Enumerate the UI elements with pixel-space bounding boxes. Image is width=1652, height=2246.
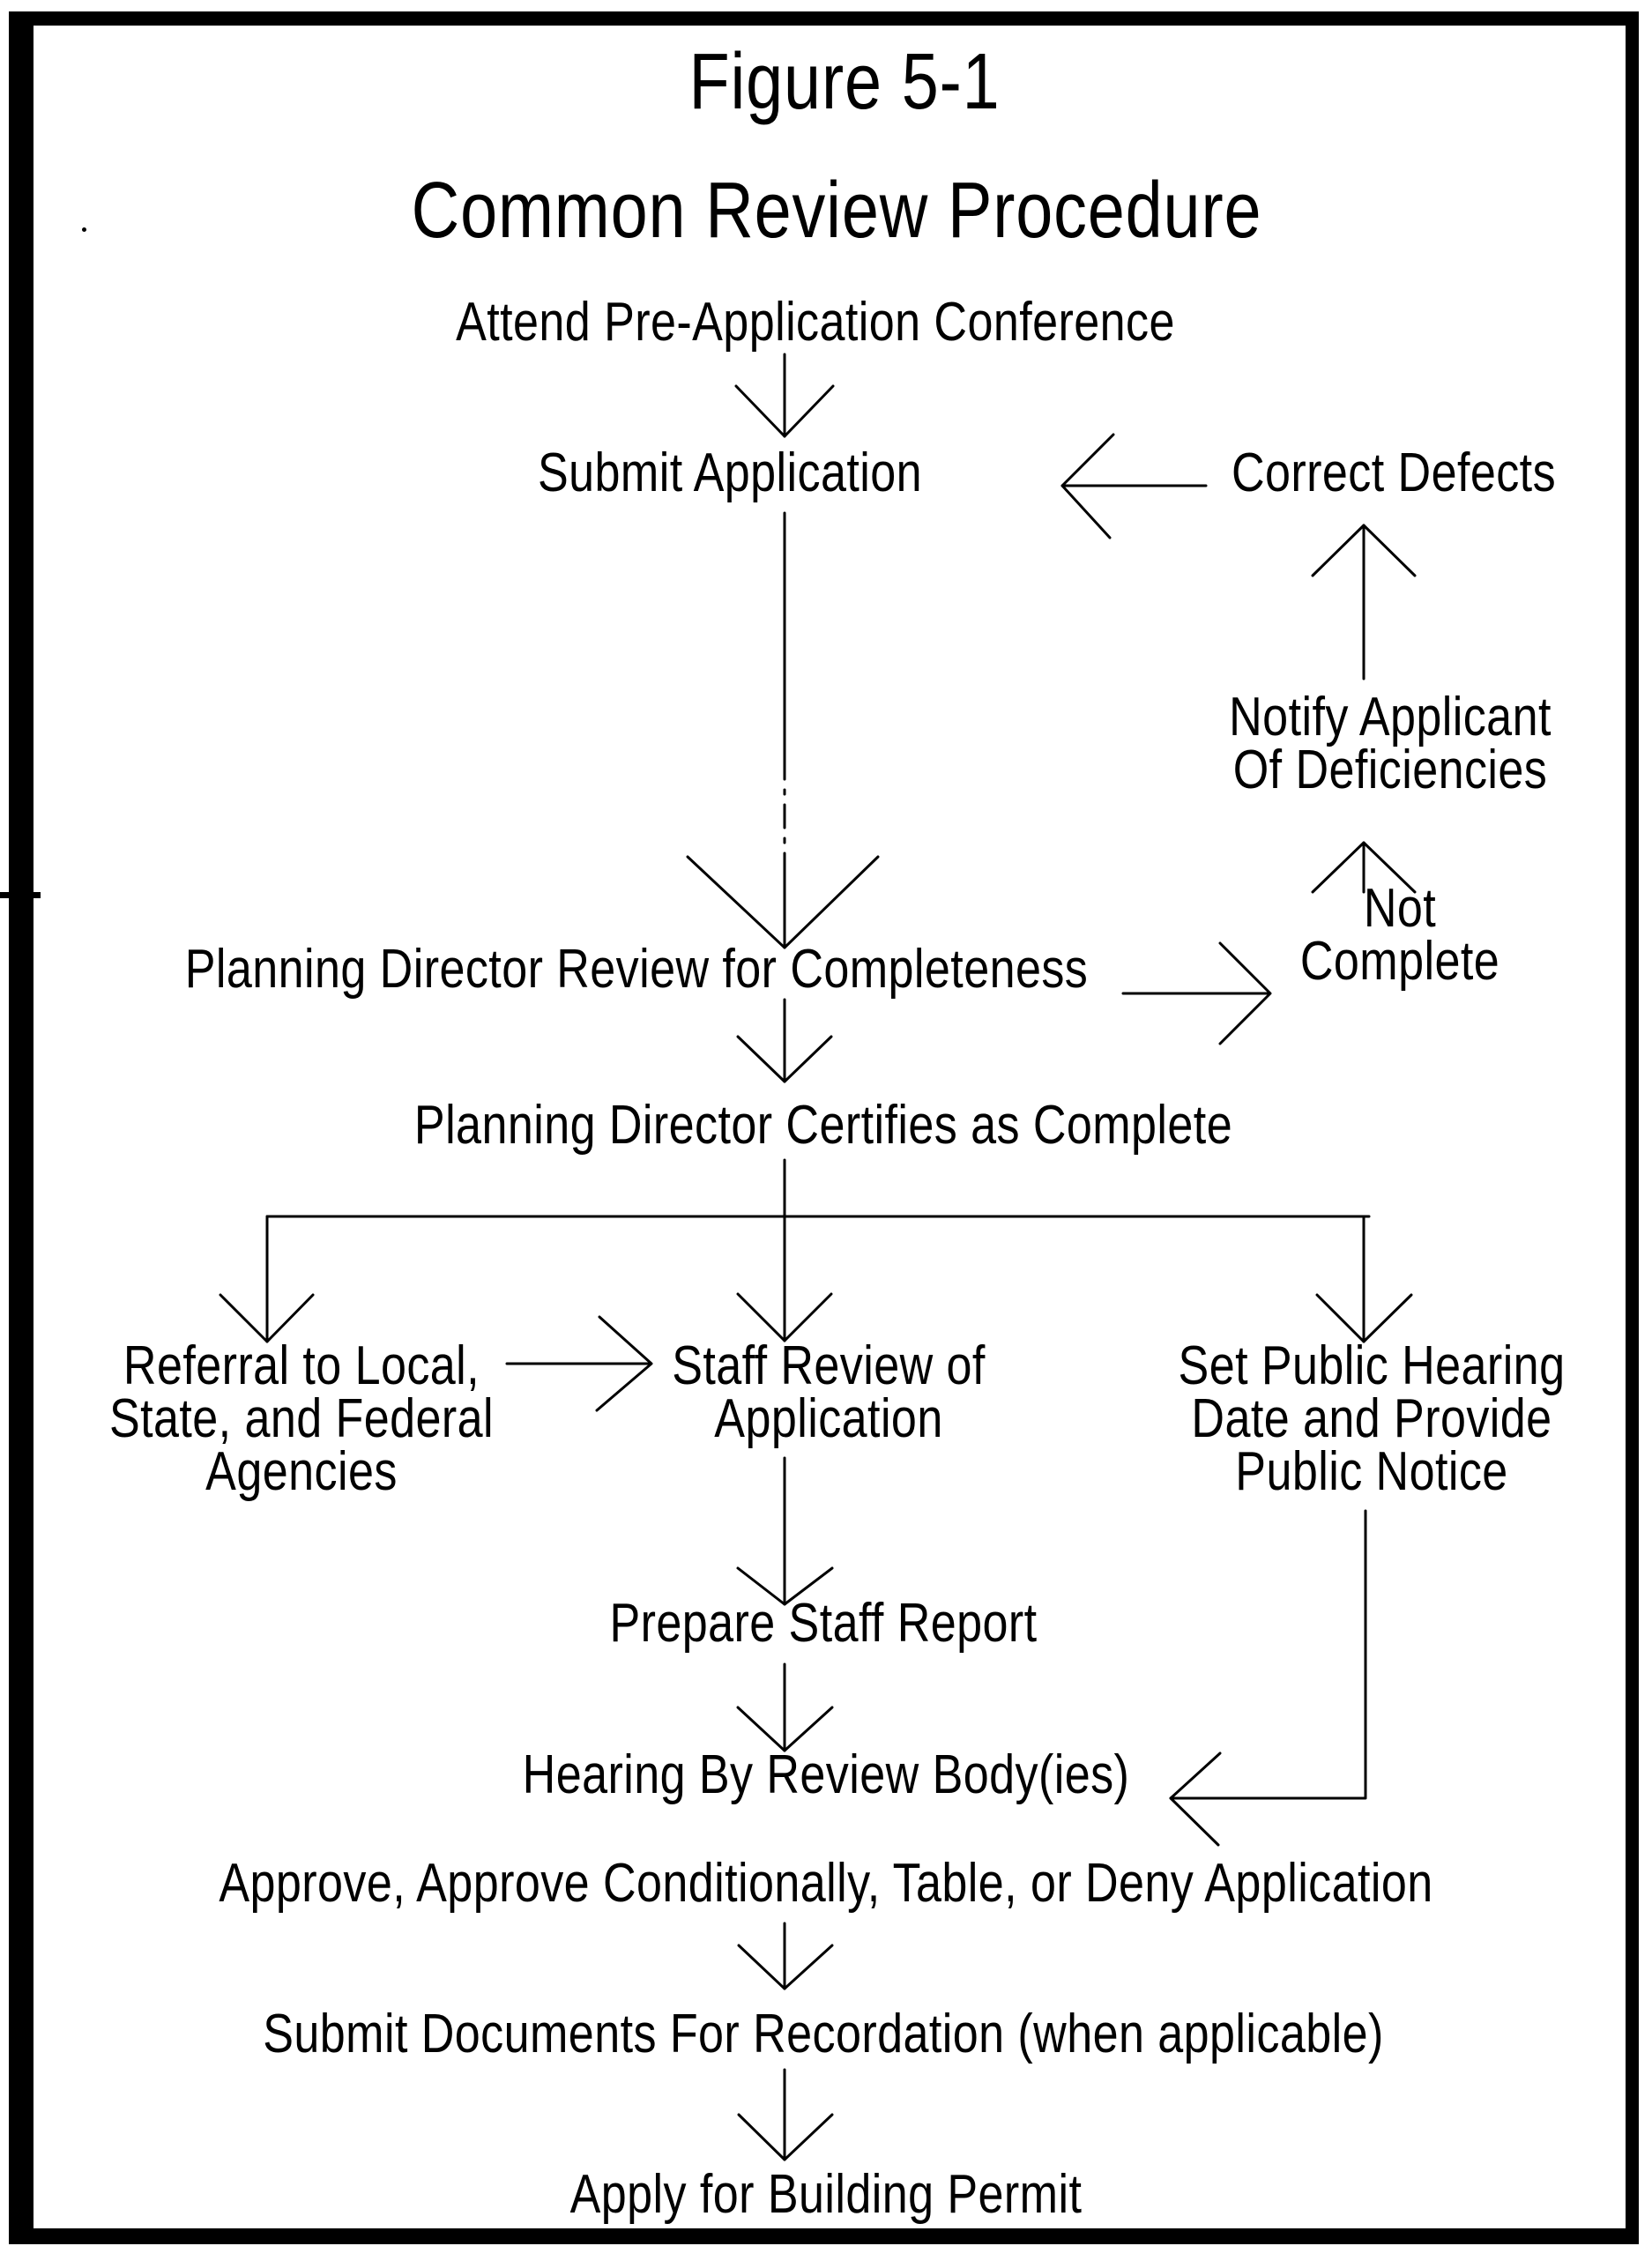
flow-node-recordation: Submit Documents For Recordation (when a…: [263, 2004, 1384, 2064]
flow-node-staff-label-line: Application: [714, 1388, 943, 1449]
edge-referral-to-staff-arrowhead: [595, 1315, 653, 1412]
scan-artifact-speck: [82, 227, 86, 232]
flow-node-report: Prepare Staff Report: [609, 1593, 1038, 1654]
flow-node-notify-label-line: Of Deficiencies: [1232, 740, 1548, 800]
flow-node-attend: Attend Pre-Application Conference: [456, 292, 1175, 353]
flow-node-referral-label-line: Agencies: [205, 1441, 398, 1502]
flow-node-referral-label-line: Referral to Local,: [123, 1335, 480, 1396]
flow-node-certifies-label-line: Planning Director Certifies as Complete: [413, 1095, 1233, 1156]
flow-node-recordation-label-line: Submit Documents For Recordation (when a…: [263, 2004, 1384, 2064]
diagram-title: Common Review Procedure: [411, 167, 1262, 255]
flow-node-notify-label-line: Notify Applicant: [1229, 687, 1552, 747]
flow-node-hearing-label-line: Hearing By Review Body(ies): [522, 1744, 1130, 1805]
edge-notify-to-correct-arrowhead: [1311, 524, 1417, 577]
flow-node-setup-label-line: Public Notice: [1235, 1441, 1508, 1502]
scan-artifact-tick: [0, 892, 41, 898]
flow-node-report-label-line: Prepare Staff Report: [609, 1593, 1038, 1654]
edge-setup-to-hearing-line: [1169, 1509, 1367, 1800]
edge-review-to-notcomplete-arrowhead: [1218, 941, 1272, 1045]
flow-node-permit: Apply for Building Permit: [569, 2164, 1083, 2225]
flow-node-notcomplete-label-line: Complete: [1299, 931, 1500, 992]
flow-node-correct-label-line: Correct Defects: [1231, 443, 1557, 503]
edge-branch-to-staff-arrowhead: [736, 1292, 833, 1342]
edge-correct-to-submit-arrowhead: [1060, 433, 1115, 539]
page-border-frame: [9, 11, 1639, 2244]
flow-node-approve-label-line: Approve, Approve Conditionally, Table, o…: [219, 1853, 1433, 1914]
edge-approve-to-recordation-arrowhead: [737, 1944, 834, 1990]
flow-node-referral-label-line: State, and Federal: [108, 1388, 495, 1449]
flow-node-approve: Approve, Approve Conditionally, Table, o…: [219, 1853, 1433, 1914]
flow-node-notcomplete-label-line: Not: [1363, 878, 1437, 939]
edge-attend-to-submit-arrowhead: [734, 384, 835, 438]
flow-node-setup-label-line: Date and Provide: [1191, 1388, 1552, 1449]
flow-node-staff-label-line: Staff Review of: [672, 1335, 986, 1396]
flow-node-submit-label-line: Submit Application: [537, 443, 923, 503]
flow-node-permit-label-line: Apply for Building Permit: [569, 2164, 1083, 2225]
edge-setup-to-hearing-arrowhead: [1169, 1751, 1222, 1847]
edge-notcomplete-to-notify-arrowhead: [1311, 841, 1417, 894]
flow-node-submit: Submit Application: [537, 443, 923, 503]
flow-node-correct: Correct Defects: [1231, 443, 1557, 503]
edge-recordation-to-permit-arrowhead: [737, 2113, 834, 2161]
flow-node-hearing: Hearing By Review Body(ies): [522, 1744, 1130, 1805]
edge-submit-to-review-arrowhead: [686, 855, 880, 949]
figure-label: Figure 5-1: [688, 38, 1001, 126]
edge-staff-to-report-arrowhead: [736, 1566, 834, 1606]
flow-node-certifies: Planning Director Certifies as Complete: [413, 1095, 1233, 1156]
edge-branch-to-referral-arrowhead: [219, 1293, 315, 1343]
flow-node-review: Planning Director Review for Completenes…: [184, 939, 1089, 1000]
edge-branch-to-setup-arrowhead: [1315, 1293, 1413, 1343]
edge-report-to-hearing-arrowhead: [736, 1706, 834, 1752]
flow-node-attend-label-line: Attend Pre-Application Conference: [456, 292, 1175, 353]
edge-review-to-certifies-arrowhead: [736, 1035, 833, 1083]
flow-node-setup-label-line: Set Public Hearing: [1178, 1335, 1566, 1396]
flow-node-review-label-line: Planning Director Review for Completenes…: [184, 939, 1089, 1000]
